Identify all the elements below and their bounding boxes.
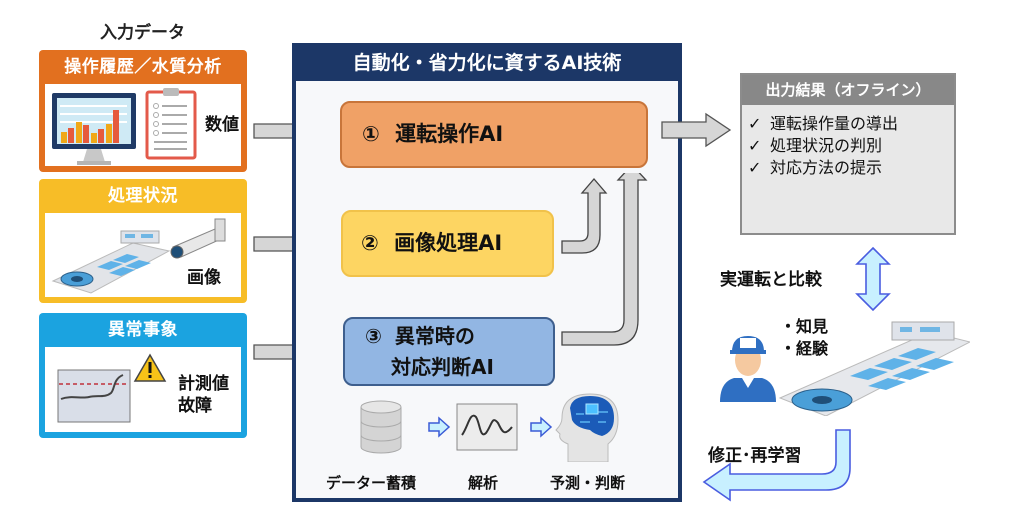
operator-icon xyxy=(720,336,776,402)
pipeline-label-prediction: 予測・判断 xyxy=(550,474,626,492)
input-label-image: 画像 xyxy=(187,268,221,288)
compare-label: 実運転と比較 xyxy=(720,270,822,290)
output-results-title: 出力結果（オフライン） xyxy=(742,75,954,105)
ai-box-label-line1: 異常時の xyxy=(394,324,475,348)
ai-box-operation: ① 運転操作AI xyxy=(340,101,648,168)
ai-brain-head-icon xyxy=(555,393,619,462)
pipeline-label-analysis: 解析 xyxy=(468,474,499,492)
ai-box-label: 運転操作AI xyxy=(395,122,504,146)
input-label-failure: 故障 xyxy=(178,396,212,416)
input-card-title: 操作履歴／水質分析 xyxy=(64,57,222,77)
merge-arrows xyxy=(561,173,648,346)
input-data-heading: 入力データ xyxy=(100,23,185,43)
pipeline-label-data-storage: データー蓄積 xyxy=(326,474,417,492)
ai-box-label: 画像処理AI xyxy=(394,231,503,255)
ai-box-number: ② xyxy=(361,231,379,255)
ai-box-number: ① xyxy=(362,122,380,146)
treatment-plant-icon xyxy=(778,321,970,416)
output-item: ✓運転操作量の導出 xyxy=(748,114,899,133)
check-icon: ✓ xyxy=(748,114,762,133)
input-card-operation-history: 操作履歴／水質分析 xyxy=(39,50,247,172)
waveform-chart-icon xyxy=(456,403,518,451)
pipeline-arrow-1 xyxy=(428,416,451,438)
output-item: ✓対応方法の提示 xyxy=(748,158,883,177)
ai-box-number: ③ xyxy=(365,324,382,348)
warning-icon xyxy=(133,353,167,382)
security-camera-icon xyxy=(170,218,226,259)
ai-technology-panel: 自動化・省力化に資するAI技術 ① 運転操作AI ② 画像処理AI ③ 異常時の… xyxy=(292,43,682,502)
ai-box-image-processing: ② 画像処理AI xyxy=(341,210,554,277)
bent-arrow-from-ai3 xyxy=(561,173,648,346)
monitor-bar-chart-icon xyxy=(52,93,136,165)
pipeline-arrow-2 xyxy=(530,416,553,438)
database-icon xyxy=(360,400,402,454)
clipboard-checklist-icon xyxy=(145,88,197,160)
input-label-measurement: 計測値 xyxy=(178,374,229,394)
return-arrow-icon xyxy=(702,429,851,502)
trend-graph-icon xyxy=(57,369,131,423)
double-arrow-icon xyxy=(855,246,891,312)
treatment-plant-icon xyxy=(51,230,171,294)
input-card-processing-status: 処理状況 画像 xyxy=(39,179,247,303)
check-icon: ✓ xyxy=(748,136,762,155)
check-icon: ✓ xyxy=(748,158,762,177)
input-label-numeric: 数値 xyxy=(205,115,239,135)
retrain-label: 修正･再学習 xyxy=(708,446,802,466)
ai-box-label-line2: 対応判断AI xyxy=(391,355,494,379)
knowledge-item: ・知見 xyxy=(780,317,829,336)
input-card-title: 処理状況 xyxy=(108,186,178,206)
output-item: ✓処理状況の判別 xyxy=(748,136,883,155)
experience-item: ・経験 xyxy=(780,339,829,358)
ai-technology-title: 自動化・省力化に資するAI技術 xyxy=(296,47,678,81)
input-card-title: 異常事象 xyxy=(108,320,178,340)
ai-box-abnormal-response: ③ 異常時の 対応判断AI xyxy=(343,317,555,386)
output-results-box: 出力結果（オフライン） ✓運転操作量の導出 ✓処理状況の判別 ✓対応方法の提示 xyxy=(740,73,956,235)
output-arrow xyxy=(661,112,732,148)
input-card-abnormal-events: 異常事象 計測値 故障 xyxy=(39,313,247,438)
bent-arrow-from-ai2 xyxy=(561,178,608,254)
